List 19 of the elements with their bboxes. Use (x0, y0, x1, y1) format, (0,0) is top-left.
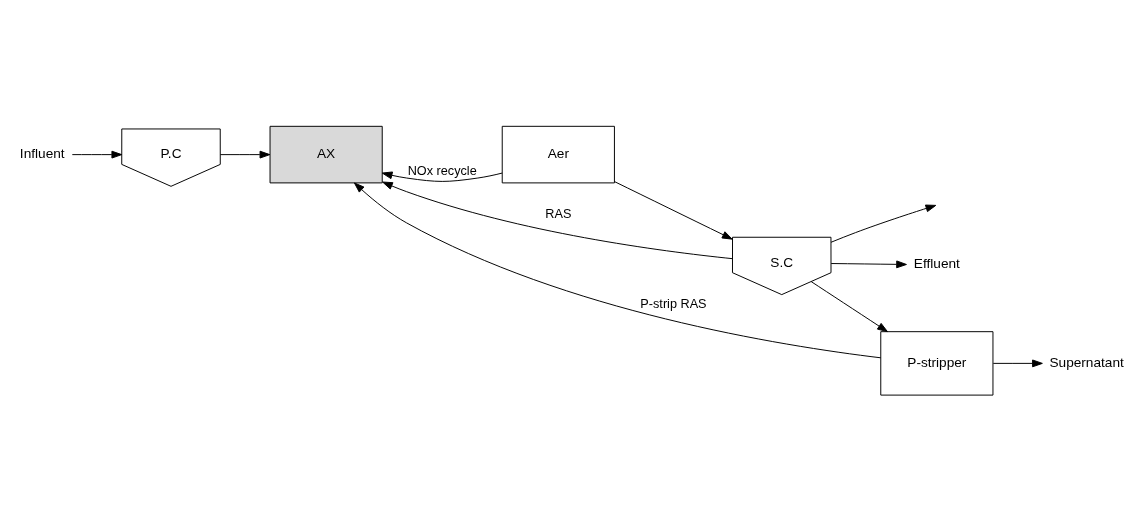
edge-label: NOx recycle (407, 163, 477, 178)
arrow (381, 171, 503, 182)
node-box: AX (269, 125, 383, 184)
node-box: P-stripper (880, 331, 994, 396)
node-text: Effluent (913, 256, 960, 272)
node-text: Influent (19, 146, 65, 162)
edge-label: P-strip RAS (640, 297, 707, 312)
arrow (353, 182, 882, 359)
edge-label: RAS (545, 207, 572, 222)
arrow (71, 150, 123, 159)
arrow (830, 204, 937, 243)
arrow (830, 260, 907, 269)
arrow (219, 150, 271, 159)
arrow (810, 281, 888, 333)
arrow (992, 359, 1043, 368)
arrow (614, 181, 733, 240)
node-text: Supernatant (1049, 355, 1124, 370)
arrow (382, 181, 733, 260)
node-box: Aer (501, 125, 615, 184)
